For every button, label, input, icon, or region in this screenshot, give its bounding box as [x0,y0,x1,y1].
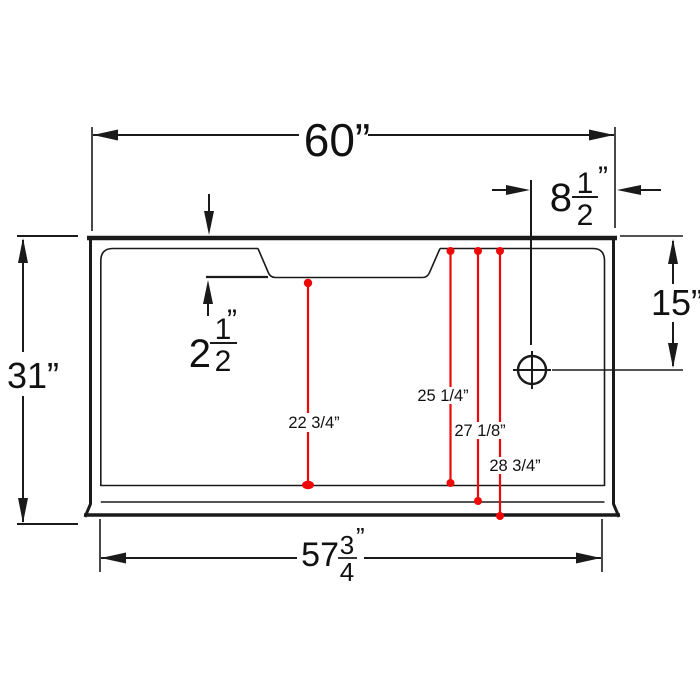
ledge-depth-unit: ” [227,304,237,337]
red-measure-28-3-4 [496,247,504,520]
drain-offset-den: 2 [577,199,594,232]
dim-drain-from-back: 15” [552,235,700,371]
base-width-unit: ” [356,522,365,552]
arrowhead [668,239,678,264]
ledge-depth-num: 1 [215,313,232,346]
drain-from-back-label: 15” [651,282,700,323]
red-measure-27-1-8 [474,247,482,505]
red-label-25-1-4: 25 1/4” [417,387,468,405]
arrowhead [668,343,678,368]
arrowhead [18,238,28,263]
drain-icon [513,351,551,389]
red-label-28-3-4: 28 3/4” [489,457,540,475]
overall-depth-label: 31” [7,355,59,396]
dim-drain-offset: 8 1 2 ” [492,161,661,345]
arrowhead [101,552,126,564]
base-width-num: 3 [340,530,354,560]
dim-overall-width: 60” [91,114,616,231]
seat-recess [257,248,441,279]
dim-ledge-depth: 2 1 2 ” [189,194,268,378]
arrowhead [589,129,614,141]
arrowhead [203,280,213,304]
red-measurements: 22 3/4” 25 1/4” 27 1/8” 28 3/4” [283,247,544,520]
ledge-depth-den: 2 [215,345,232,378]
ledge-depth-whole: 2 [189,332,211,376]
base-width-den: 4 [340,557,354,587]
red-measure-25-1-4 [446,247,455,487]
dim-overall-depth: 31” [7,235,78,525]
drain-offset-num: 1 [577,167,594,200]
red-measure-22-3-4 [302,278,314,490]
drain-offset-whole: 8 [550,176,572,220]
arrowhead [204,211,214,235]
base-width-whole: 57 [301,536,339,574]
red-label-27-1-8: 27 1/8” [454,422,505,440]
overall-width-label: 60” [304,114,370,166]
arrowhead [617,185,641,195]
arrowhead [506,185,530,195]
dim-base-width: 57 3 4 ” [99,519,603,587]
drain-offset-unit: ” [598,161,608,194]
arrowhead [93,129,118,141]
tub-outline [83,235,621,518]
arrowhead [576,552,601,564]
red-label-22-3-4: 22 3/4” [288,414,339,432]
arrowhead [18,498,28,523]
